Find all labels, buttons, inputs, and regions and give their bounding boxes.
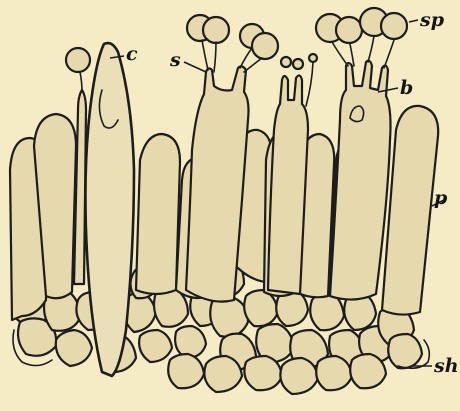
label-sp: sp (419, 9, 445, 31)
label-c: c (126, 43, 138, 65)
label-sh: sh (433, 355, 459, 377)
label-b: b (400, 77, 413, 99)
cystidium (85, 43, 134, 376)
label-p: p (434, 187, 448, 209)
label-s: s (169, 49, 181, 71)
